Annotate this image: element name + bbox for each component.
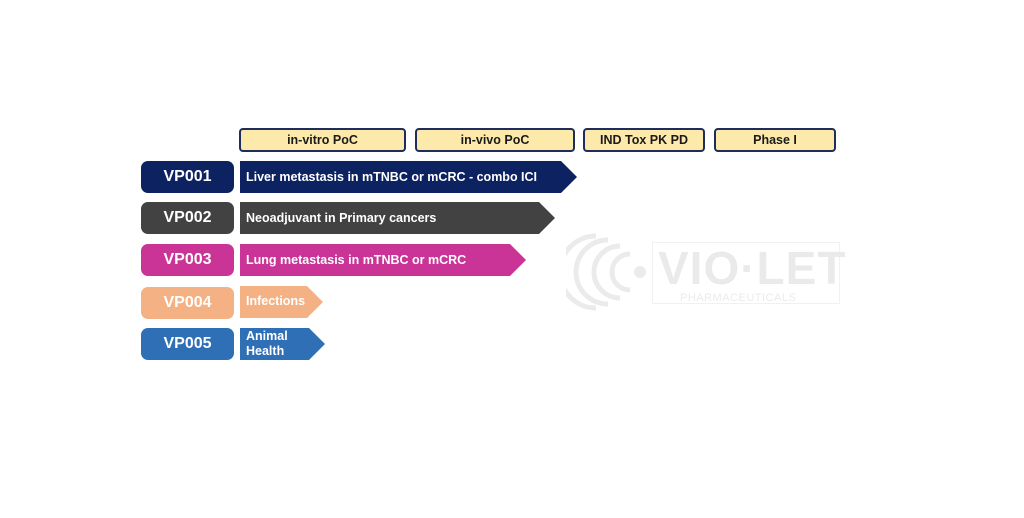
- program-arrow-vp005: Animal Health: [240, 328, 325, 360]
- watermark-name: VIO·LET: [658, 242, 847, 294]
- program-arrow-vp001: Liver metastasis in mTNBC or mCRC - comb…: [240, 161, 577, 193]
- phase-header-phase-1: Phase I: [714, 128, 836, 152]
- program-code-vp004: VP004: [141, 287, 234, 319]
- program-code-vp005: VP005: [141, 328, 234, 360]
- violet-logo-icon: [557, 233, 646, 311]
- program-code-vp003: VP003: [141, 244, 234, 276]
- phase-header-in-vivo: in-vivo PoC: [415, 128, 575, 152]
- phase-header-ind-tox: IND Tox PK PD: [583, 128, 705, 152]
- program-code-vp001: VP001: [141, 161, 234, 193]
- watermark-frame: [652, 242, 840, 304]
- program-arrow-vp004: Infections: [240, 286, 323, 318]
- watermark-logo: VIO·LET PHARMACEUTICALS: [557, 228, 845, 316]
- program-code-vp002: VP002: [141, 202, 234, 234]
- program-arrow-vp002: Neoadjuvant in Primary cancers: [240, 202, 555, 234]
- program-arrow-vp003: Lung metastasis in mTNBC or mCRC: [240, 244, 526, 276]
- phase-header-in-vitro: in-vitro PoC: [239, 128, 406, 152]
- watermark-subtitle: PHARMACEUTICALS: [680, 292, 797, 304]
